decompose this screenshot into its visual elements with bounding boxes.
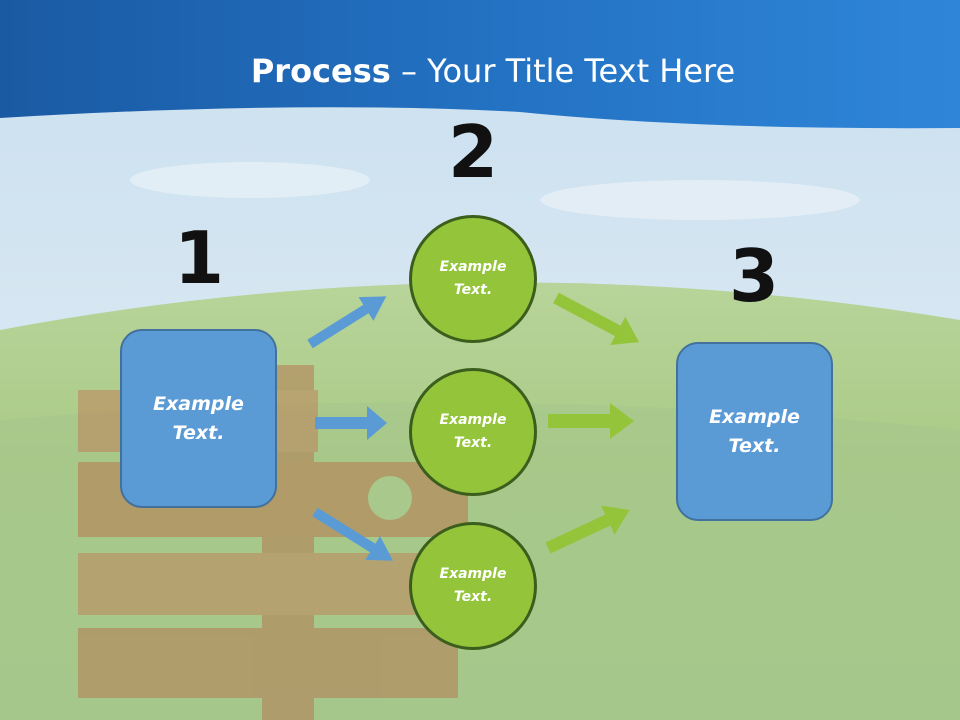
step-number-3: 3 xyxy=(728,234,780,318)
title-regular-text: – Your Title Text Here xyxy=(390,52,736,90)
step-number-2: 2 xyxy=(447,110,499,194)
step-number-1: 1 xyxy=(173,216,225,300)
slide-title: Process – Your Title Text Here xyxy=(0,52,960,90)
title-bold-text: Process xyxy=(250,52,391,90)
